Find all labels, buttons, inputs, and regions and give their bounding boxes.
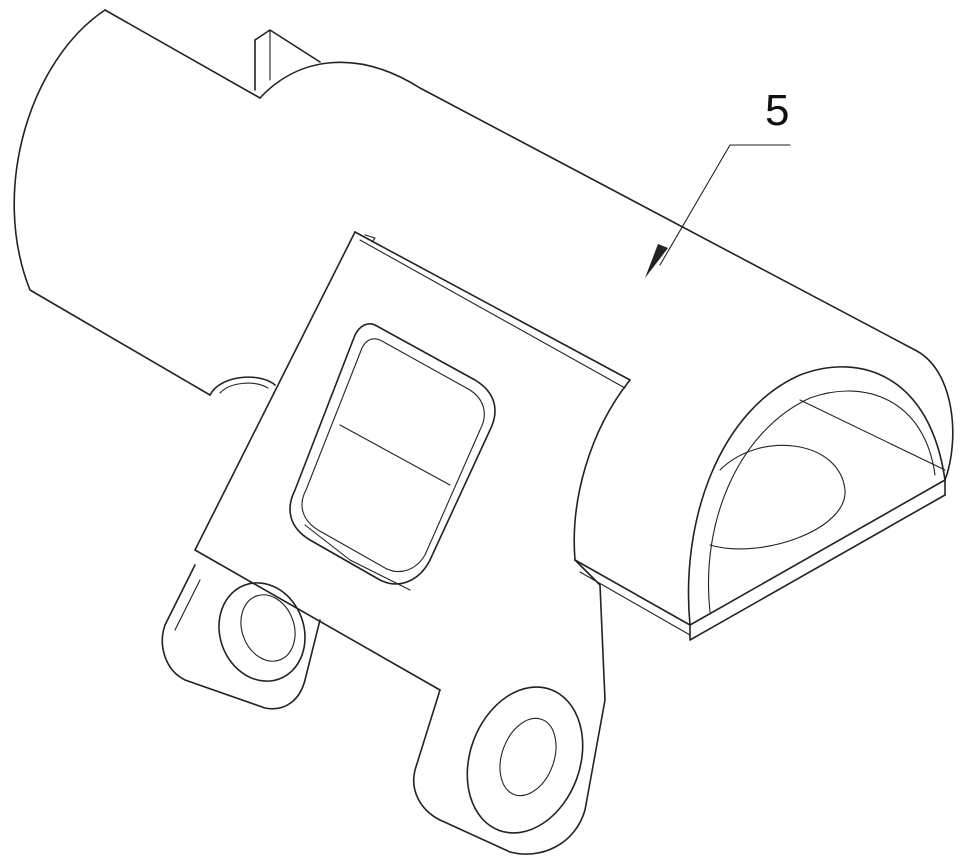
- half-shell-end: [575, 350, 953, 640]
- top-tab: [255, 30, 320, 90]
- reference-numeral: 5: [765, 86, 789, 135]
- reference-leader: 5: [645, 86, 790, 278]
- left-lug: [162, 565, 320, 709]
- bracket-plate: [195, 232, 630, 700]
- right-lug: [414, 671, 605, 854]
- cylinder-body: [14, 10, 915, 395]
- arrowhead-icon: [645, 244, 668, 278]
- plate-window: [290, 324, 495, 590]
